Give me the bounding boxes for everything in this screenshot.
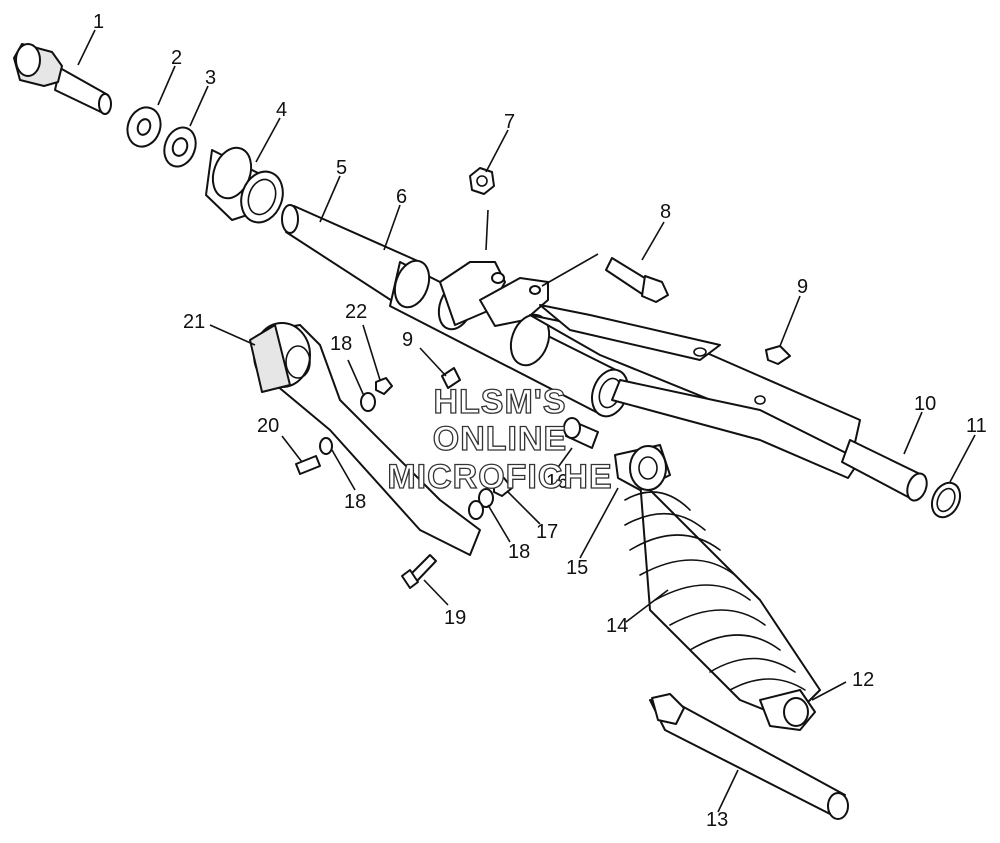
- part-13-long-bolt: [649, 693, 849, 820]
- callout-17: 17: [536, 521, 558, 543]
- callout-11: 11: [966, 415, 987, 437]
- part-9-grease-fitting-right: [765, 345, 791, 365]
- callout-18-lower: 18: [508, 541, 530, 563]
- part-2-washer: [126, 106, 162, 148]
- part-18-washers-lower: [468, 488, 494, 520]
- part-10-sleeve: [841, 439, 928, 502]
- callout-14: 14: [606, 615, 628, 637]
- watermark-line-3: MICROFICHE: [387, 458, 612, 496]
- callout-2: 2: [171, 47, 182, 69]
- callout-8: 8: [660, 201, 671, 223]
- part-5-6-pivot-tube: [281, 204, 629, 418]
- part-11-ring: [930, 481, 962, 519]
- watermark-line-2: ONLINE: [433, 420, 567, 458]
- callout-3: 3: [205, 67, 216, 89]
- part-16-bushing: [563, 417, 599, 449]
- part-18-washer-middle: [319, 437, 333, 455]
- watermark: HLSM'S ONLINE MICROFICHE: [387, 382, 613, 496]
- part-3-washer: [163, 126, 197, 168]
- part-8-bolt: [605, 257, 669, 303]
- callout-10: 10: [914, 393, 936, 415]
- callout-7: 7: [504, 111, 515, 133]
- part-14-shock-absorber: [614, 444, 821, 731]
- part-22-nut: [375, 377, 393, 395]
- callout-21: 21: [183, 311, 205, 333]
- part-21-bracket: [249, 322, 481, 556]
- part-17-nut: [493, 477, 513, 497]
- part-4-bushing: [205, 146, 284, 224]
- part-20-bolt: [295, 455, 321, 475]
- leader-lines: [77, 29, 976, 813]
- part-9-grease-fitting-left: [441, 367, 461, 389]
- part-1-shoulder-bolt: [13, 43, 112, 115]
- callout-18-upper: 18: [330, 333, 352, 355]
- callout-1: 1: [93, 11, 104, 33]
- callout-20: 20: [257, 415, 279, 437]
- callout-22: 22: [345, 301, 367, 323]
- callout-5: 5: [336, 157, 347, 179]
- callout-13: 13: [706, 809, 728, 831]
- callout-15: 15: [566, 557, 588, 579]
- callout-4: 4: [276, 99, 287, 121]
- callout-6: 6: [396, 186, 407, 208]
- part-18-washer-upper: [360, 392, 376, 412]
- callout-18-middle: 18: [344, 491, 366, 513]
- part-7-nut: [469, 167, 495, 195]
- callout-19: 19: [444, 607, 466, 629]
- part-19-bolt: [401, 554, 437, 589]
- callout-9-right: 9: [797, 276, 808, 298]
- callout-12: 12: [852, 669, 874, 691]
- callout-labels: 1 2 3 4 5 6 7 8 9 9 10 11 12 13 14 15 16…: [93, 11, 987, 831]
- callout-16: 16: [546, 471, 568, 493]
- callout-9-left: 9: [402, 329, 413, 351]
- watermark-line-1: HLSM'S: [433, 383, 566, 421]
